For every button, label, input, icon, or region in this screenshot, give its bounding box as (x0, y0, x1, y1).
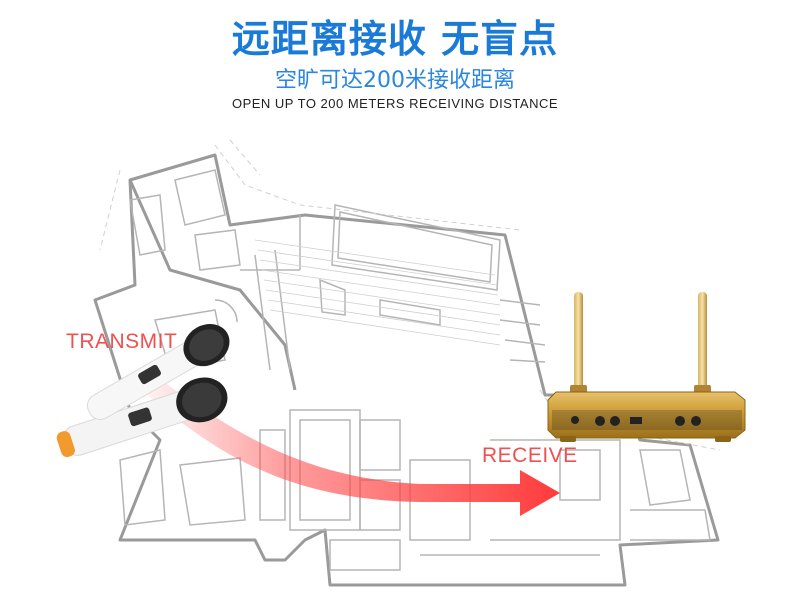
english-caption: OPEN UP TO 200 METERS RECEIVING DISTANCE (231, 96, 559, 111)
receive-label: RECEIVE (482, 444, 578, 467)
page-title: 远距离接收 无盲点 (231, 17, 559, 61)
transmit-label: TRANSMIT (66, 330, 178, 353)
receiver-icon (547, 292, 746, 442)
page-subtitle: 空旷可达200米接收距离 (275, 68, 515, 93)
microphone-icon (56, 324, 230, 458)
arrow-icon (140, 372, 560, 516)
